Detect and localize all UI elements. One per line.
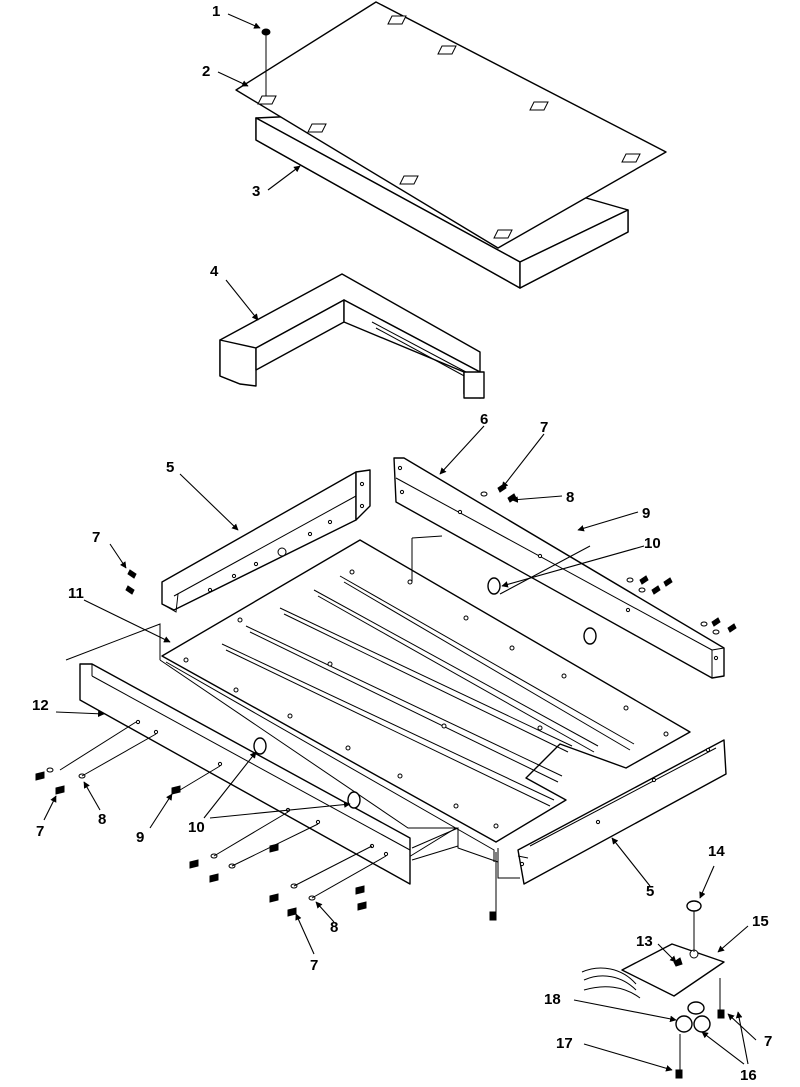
side-rail-left-part [161, 469, 371, 613]
callout-16: 16 [740, 1067, 757, 1084]
base-outline [65, 623, 520, 879]
callout-13: 13 [636, 933, 653, 950]
callout-8-upper-right: 8 [566, 489, 574, 506]
callout-5-lower: 5 [646, 883, 654, 900]
callout-7-upper-left: 7 [92, 529, 100, 546]
side-rail-lower-part [517, 739, 727, 885]
callout-10-upper: 10 [644, 535, 661, 552]
callout-15: 15 [752, 913, 769, 930]
callout-4: 4 [210, 263, 219, 280]
front-rail-part [79, 663, 411, 885]
callout-7-lower: 7 [310, 957, 318, 974]
callout-17: 17 [556, 1035, 573, 1052]
leader-lines [43, 13, 757, 1072]
side-rail-right-part [393, 457, 725, 679]
callout-3: 3 [252, 183, 260, 200]
floor-ribs [221, 575, 635, 807]
floor-plate-part [161, 535, 691, 862]
callout-8-lower: 8 [330, 919, 338, 936]
callout-10-lower: 10 [188, 819, 205, 836]
callout-7-sensor: 7 [764, 1033, 772, 1050]
callout-11: 11 [68, 585, 84, 602]
callout-1: 1 [212, 3, 220, 20]
callout-18: 18 [544, 991, 561, 1008]
corner-foam-part [219, 273, 485, 399]
callout-5-left: 5 [166, 459, 174, 476]
callout-9-upper: 9 [642, 505, 650, 522]
floor-holes [183, 569, 669, 829]
callout-7-upper-right: 7 [540, 419, 548, 436]
callout-12: 12 [32, 697, 49, 714]
clamp-parts [253, 577, 597, 809]
screw-part-1 [261, 28, 271, 96]
callout-2: 2 [202, 63, 210, 80]
top-panel-part [235, 1, 667, 249]
callout-14: 14 [708, 843, 725, 860]
callout-labels: 1 2 3 4 5 6 7 8 7 9 10 11 12 7 8 9 10 8 … [32, 3, 772, 1084]
callout-7-lower-left: 7 [36, 823, 44, 840]
callout-6: 6 [480, 411, 488, 428]
sensor-assembly-part [581, 900, 725, 1079]
callout-8-lower-left: 8 [98, 811, 106, 828]
panel-slots [257, 15, 641, 239]
callout-9-lower: 9 [136, 829, 144, 846]
